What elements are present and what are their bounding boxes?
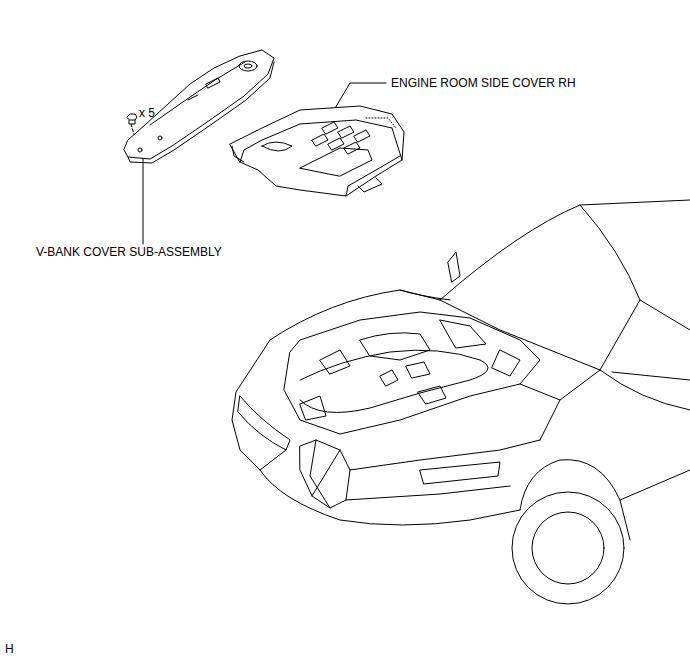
quantity-label: x 5	[139, 106, 155, 120]
car-outline	[232, 200, 690, 604]
engine-room-side-cover	[230, 106, 404, 196]
bolt-symbol	[127, 114, 137, 124]
leader-line	[143, 152, 144, 244]
part-name: ENGINE ROOM SIDE COVER RH	[391, 76, 576, 90]
figure-mark: H	[5, 642, 14, 656]
part-name: V-BANK COVER SUB-ASSEMBLY	[36, 245, 222, 259]
